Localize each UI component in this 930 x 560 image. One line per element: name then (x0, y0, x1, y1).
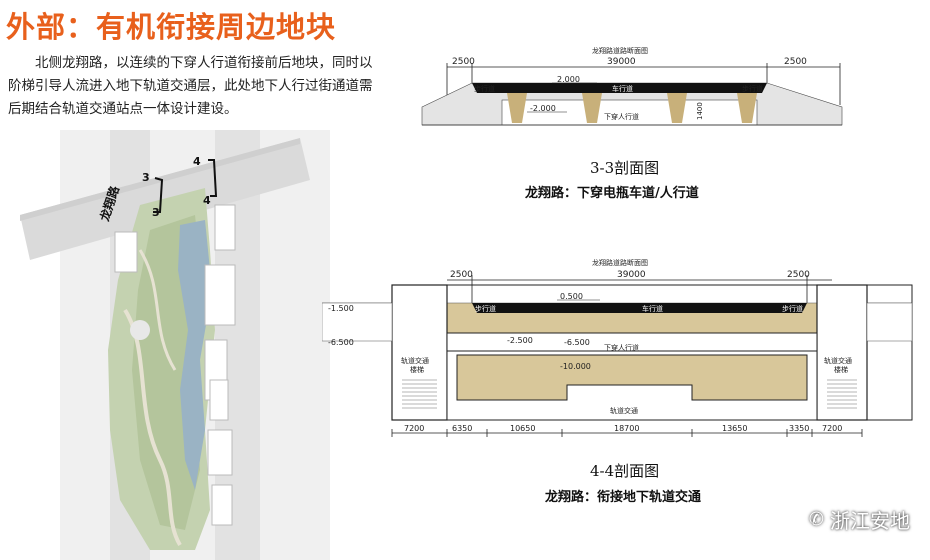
s44-width-right: 2500 (787, 270, 810, 280)
s33-top-title: 龙翔路道路断面图 (592, 46, 648, 55)
s44-width-center: 39000 (617, 270, 646, 280)
s33-lane-center: 车行道 (612, 84, 633, 93)
section-3-3-caption: 3-3剖面图 (590, 159, 660, 177)
s33-lane-left: 步行道 (474, 84, 495, 93)
s44-lane-right: 步行道 (782, 304, 803, 313)
s44-lane-center: 车行道 (642, 304, 663, 313)
s33-lane-right: 步行道 (742, 84, 763, 93)
s33-elev-top: 2.000 (557, 75, 580, 84)
s44-lane-left: 步行道 (475, 304, 496, 313)
s44-dim-4: 13650 (722, 424, 747, 433)
section-4-4-caption: 4-4剖面图 (590, 462, 660, 480)
s33-elev-under: -2.000 (530, 104, 556, 113)
page-title: 外部：有机衔接周边地块 (6, 10, 337, 44)
site-plan-map: 3 3 4 4 龙翔路 (0, 130, 330, 560)
s33-side-dim: 1400 (696, 102, 704, 120)
s44-dim-6: 7200 (822, 424, 842, 433)
section-3-3-diagram: 龙翔路道路断面图 2500 39000 2500 步行道 车行道 步行道 2.0… (421, 46, 843, 126)
s44-stair-right-l1: 轨道交通 (824, 356, 852, 365)
s33-width-center: 39000 (607, 57, 636, 67)
s44-elev-left-low: -6.500 (328, 338, 354, 347)
marker-4a: 4 (193, 155, 201, 168)
marker-3a: 3 (142, 171, 150, 184)
s44-dim-3: 18700 (614, 424, 639, 433)
section-3-3-subcaption: 龙翔路：下穿电瓶车道/人行道 (525, 186, 699, 201)
s44-top-title: 龙翔路道路断面图 (592, 258, 648, 267)
s44-dim-0: 7200 (404, 424, 424, 433)
s33-under-label: 下穿人行道 (604, 112, 639, 121)
s44-elev-ped: -6.500 (564, 338, 590, 347)
s44-elev-mid: -2.500 (507, 336, 533, 345)
marker-4b: 4 (203, 194, 211, 207)
s44-elev-left-top: -1.500 (328, 304, 354, 313)
intro-paragraph: 北侧龙翔路，以连续的下穿人行道衔接前后地块，同时以阶梯引导人流进入地下轨道交通层… (8, 55, 373, 117)
section-4-4-diagram: 龙翔路道路断面图 2500 39000 2500 步行道 车行道 步行道 0.5… (322, 258, 913, 437)
s44-dim-2: 10650 (510, 424, 535, 433)
s33-width-right: 2500 (784, 57, 807, 67)
s44-dim-5: 3350 (789, 424, 809, 433)
watermark-text: 浙江安地 (830, 509, 910, 533)
s44-rail-label: 轨道交通 (610, 406, 638, 415)
s44-elev-road: 0.500 (560, 292, 583, 301)
s44-stair-left-l1: 轨道交通 (401, 356, 429, 365)
s44-dim-1: 6350 (452, 424, 472, 433)
s44-stair-left-l2: 楼梯 (410, 365, 424, 374)
s33-width-left: 2500 (452, 57, 475, 67)
s44-width-left: 2500 (450, 270, 473, 280)
s44-stair-right-l2: 楼梯 (834, 365, 848, 374)
watermark: ✆ 浙江安地 (809, 505, 910, 534)
section-4-4-subcaption: 龙翔路：衔接地下轨道交通 (545, 490, 702, 505)
s44-elev-rail: -10.000 (560, 362, 591, 371)
wechat-icon: ✆ (808, 509, 824, 530)
s44-ped-label: 下穿人行道 (604, 343, 639, 352)
marker-3b: 3 (152, 206, 160, 219)
